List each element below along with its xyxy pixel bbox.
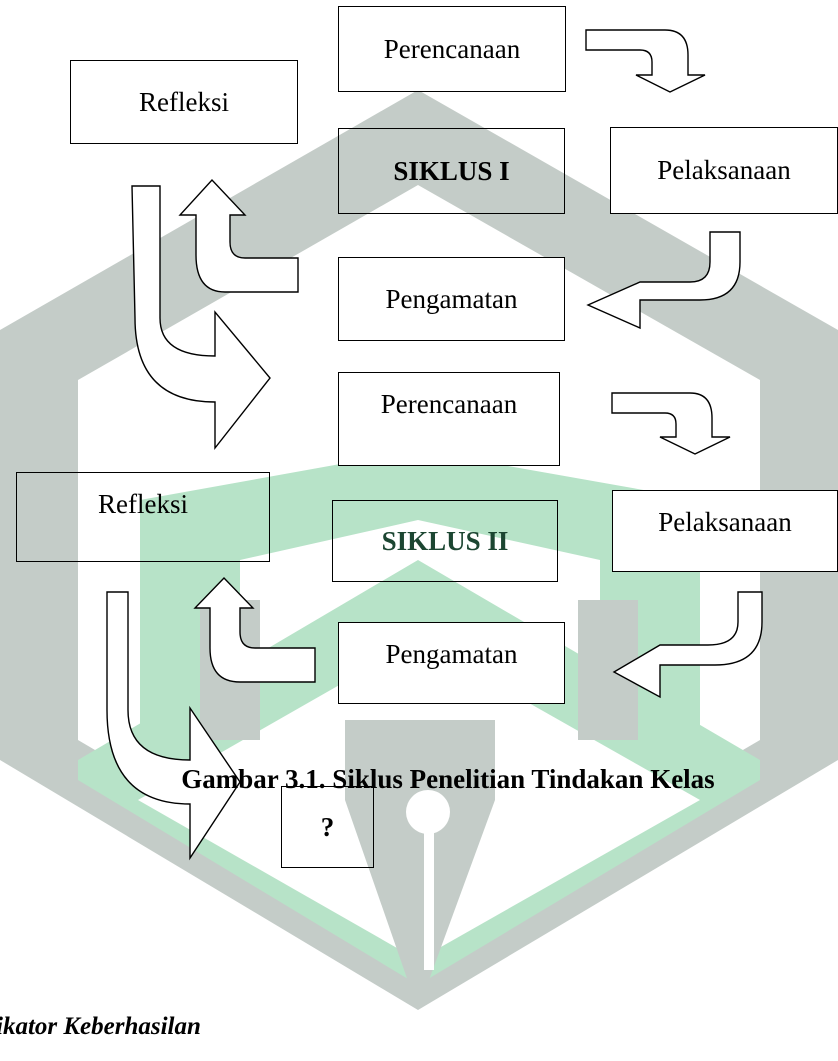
figure-caption-text: Gambar 3.1. Siklus Penelitian Tindakan K…: [181, 764, 715, 794]
cycle2-action-label: Pelaksanaan: [658, 507, 792, 537]
cycle2-observation-box: Pengamatan: [338, 622, 565, 704]
cycle1-planning-label: Perencanaan: [383, 33, 521, 64]
cycle2-reflection-label: Refleksi: [98, 489, 188, 519]
cycle2-title: SIKLUS II: [381, 525, 509, 556]
cycle1-title: SIKLUS I: [393, 155, 510, 186]
cycle1-planning-box: Perencanaan: [338, 6, 566, 92]
arrow-reflect-to-plan-2: [131, 185, 271, 451]
arrow-action-to-observe-1: [586, 231, 741, 330]
cycle1-title-box: SIKLUS I: [338, 128, 565, 214]
cycle1-observation-box: Pengamatan: [338, 257, 565, 341]
next-step-box: ?: [281, 786, 374, 868]
arrow-observe-to-reflect-1: [178, 178, 299, 293]
cycle2-planning-box: Perencanaan: [338, 372, 560, 466]
cycle2-reflection-box: Refleksi: [16, 472, 270, 562]
cycle1-observation-label: Pengamatan: [385, 283, 518, 314]
figure-caption: Gambar 3.1. Siklus Penelitian Tindakan K…: [0, 764, 838, 795]
next-section-title: ikator Keberhasilan: [0, 1013, 201, 1040]
cycle2-title-box: SIKLUS II: [332, 500, 558, 582]
cycle1-action-label: Pelaksanaan: [657, 155, 791, 185]
arrow-observe-to-reflect-2: [193, 576, 316, 683]
cycle1-reflection-box: Refleksi: [70, 60, 298, 144]
arrow-action-to-observe-2: [612, 591, 763, 699]
arrow-plan-to-action-1: [585, 29, 706, 93]
cycle2-action-box: Pelaksanaan: [612, 490, 838, 572]
arrow-plan-to-action-2: [611, 392, 731, 455]
cycle1-reflection-label: Refleksi: [139, 86, 229, 117]
arrow-reflect-to-next: [106, 591, 241, 861]
cycle2-planning-label: Perencanaan: [380, 389, 518, 419]
next-step-label: ?: [320, 811, 335, 842]
cycle2-observation-label: Pengamatan: [385, 639, 518, 669]
cycle1-action-box: Pelaksanaan: [610, 127, 838, 214]
